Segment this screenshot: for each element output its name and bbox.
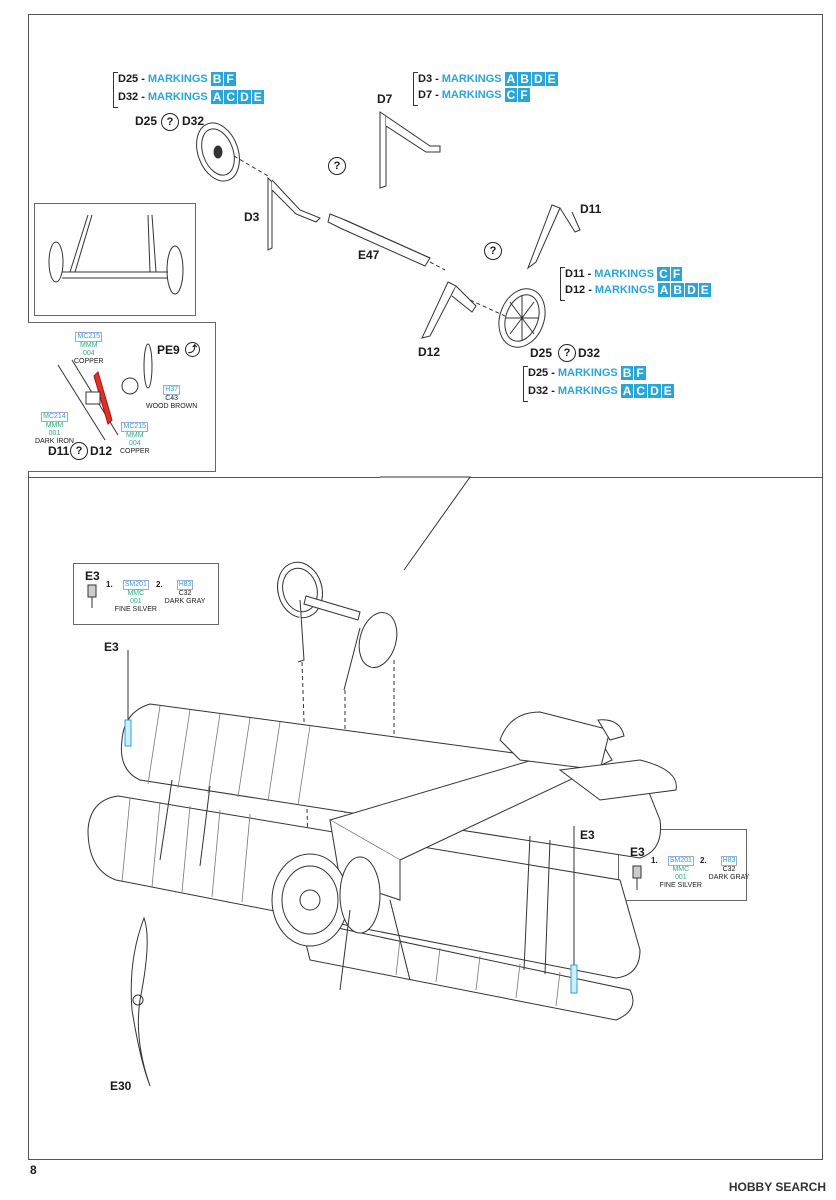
paint-wood-brown: H37 C43 WOOD BROWN [146,385,198,410]
question-icon: ? [558,344,576,362]
label-e47: E47 [358,248,380,262]
marking-box: E [545,72,558,86]
watermark: HOBBY SEARCH [728,1180,826,1194]
marking-box: C [224,90,238,104]
marking-box: D [648,384,661,398]
marking-box: E [251,90,264,104]
propeller-paint-inset [28,322,216,472]
strut-d7 [379,111,441,189]
propeller-e30 [130,916,151,1087]
marking-box: F [224,72,236,86]
engine-cowling [271,853,381,947]
label-d11: D11 [580,202,602,216]
label-e3-right: E3 [580,828,595,842]
label-pe9: PE9 [157,343,180,357]
question-icon: ? [328,157,346,175]
upper-wing [120,703,662,859]
label-d3: D3 [244,210,260,224]
marking-box: D [531,72,545,86]
tailplane [499,711,677,801]
e3-step-1-right: 1. SM201 MMC 001 FINE SILVER [651,856,702,889]
marking-box: F [670,267,683,281]
markings-group-top-left [113,72,118,108]
e3-step-1-left: 1. SM201 MMC 001 FINE SILVER [106,580,157,613]
marking-box: F [518,88,530,102]
marking-box: D [238,90,251,104]
marking-box: E [698,283,711,297]
marking-box: A [620,384,634,398]
marking-box: C [634,384,648,398]
label-d32-right: D32 [578,346,601,360]
label-d12: D12 [418,345,441,359]
label-e30: E30 [110,1079,132,1093]
strut-d12 [421,281,477,339]
question-icon: ? [484,242,502,260]
interplane-struts [159,779,551,991]
page-number: 8 [30,1163,37,1177]
paint-fine-silver-right: SM201 MMC 001 FINE SILVER [659,856,702,889]
paint-fine-silver-left: SM201 MMC 001 FINE SILVER [114,580,157,613]
label-e3-inset-left: E3 [85,569,100,583]
page-frame [28,14,823,1160]
label-d32-left: D32 [182,114,205,128]
e3-part-right-drawing [570,826,578,994]
label-d25-right: D25 [530,346,553,360]
marking-box: C [504,88,518,102]
propeller-detail [57,343,153,441]
left-wheel-d25-d32 [196,122,240,182]
marking-box: E [661,384,674,398]
paint-dark-iron: MC214 MMM 001 DARK IRON [35,412,74,445]
marking-box: A [657,283,671,297]
question-icon: ? [161,113,179,131]
axle-preview [48,214,184,295]
label-d7: D7 [377,92,393,106]
marking-box: B [518,72,531,86]
marking-box: F [634,366,646,380]
markings-group-right [560,267,565,301]
marking-box: B [210,72,224,86]
markings-group-bottom-right [523,366,528,402]
question-icon: ? [70,442,88,460]
label-e3-inset-right: E3 [630,845,645,859]
marking-box: C [657,267,670,281]
paint-dark-gray-left: H83 C32 DARK GRAY [164,580,206,605]
e3-part-left-drawing [124,650,132,747]
e3-paint-inset-left [73,563,219,625]
marking-box: B [620,366,634,380]
label-d11-inset: D11 [48,444,70,458]
marking-box: D [685,283,698,297]
axle-preview-inset [34,203,196,316]
marking-box: B [671,283,685,297]
landing-gear-lower [277,561,398,691]
paint-copper-bottom: MC215 MMM 004 COPPER [120,422,150,455]
e3-step-2-right: 2. H83 C32 DARK GRAY [700,856,750,881]
rotate-arrow-icon: ⤴ [185,342,200,357]
markings-group-top-center [413,72,418,106]
label-e3-left: E3 [104,640,119,654]
strut-d3 [267,176,321,251]
paint-copper-top: MC215 MMM 004 COPPER [74,332,104,365]
label-d25-left: D25 [135,114,158,128]
axle-e47 [327,213,446,271]
marking-box: A [504,72,518,86]
strut-d11 [526,204,581,270]
right-wheel-d25-d32 [498,288,546,348]
e3-step-2-left: 2. H83 C32 DARK GRAY [156,580,206,605]
label-d12-inset: D12 [90,444,113,458]
marking-box: A [210,90,224,104]
paint-dark-gray-right: H83 C32 DARK GRAY [708,856,750,881]
